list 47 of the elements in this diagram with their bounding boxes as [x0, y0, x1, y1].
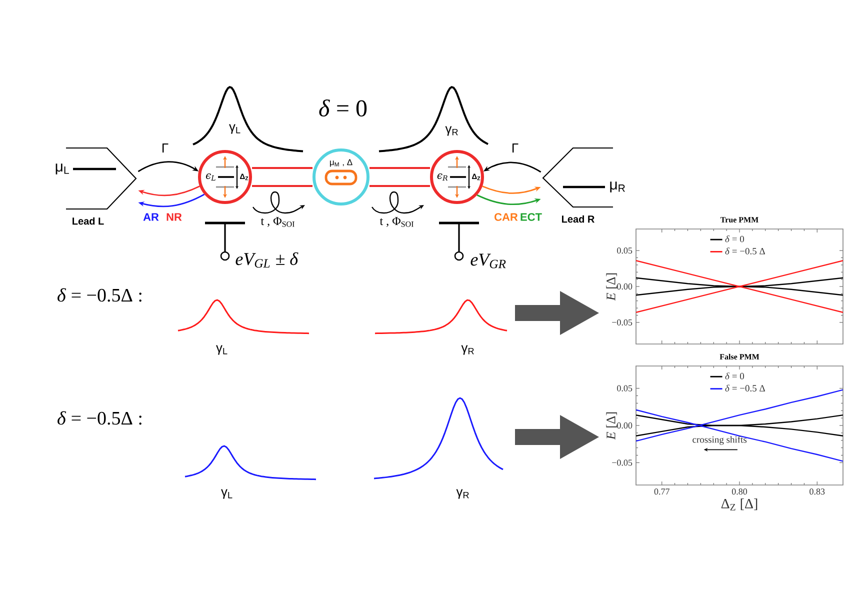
- edge-label: AR: [143, 213, 159, 221]
- y-axis-title: E [Δ]: [606, 412, 617, 440]
- potential-label: μ$_{R}$: [610, 182, 625, 192]
- y-tick-label: −0.05: [612, 319, 632, 326]
- edge-label: Γ: [512, 144, 518, 152]
- level-label: ϵ$_{L}$: [206, 174, 216, 180]
- lead-label: Lead R: [562, 215, 594, 223]
- curve-label: γ$_{R}$: [445, 126, 458, 136]
- y-tick-label: 0.00: [617, 283, 632, 290]
- x-tick-label: 0.83: [810, 488, 825, 495]
- curve-label: γ$_{R}$: [456, 489, 469, 499]
- curve-label: γ$_{L}$: [221, 489, 232, 499]
- level-label: ϵ$_{R}$: [437, 174, 448, 180]
- y-tick-label: −0.05: [612, 460, 632, 466]
- curve-label: γ$_{L}$: [216, 345, 228, 355]
- x-tick-label: 0.77: [654, 488, 670, 495]
- legend-label: δ = 0: [725, 372, 744, 380]
- edge-label: NR: [166, 213, 182, 221]
- hopping-label: t , Φ$_{SOI}$: [260, 217, 294, 227]
- condition-label: δ = −0.5Δ :: [58, 411, 142, 425]
- island-label: μ$_{M}$ , Δ: [330, 159, 352, 167]
- legend-label: δ = −0.5 Δ: [725, 248, 765, 254]
- legend-label: δ = −0.5 Δ: [725, 384, 765, 392]
- x-axis-title: Δ$_{Z}$ [Δ]: [721, 498, 758, 510]
- curve-label: γ$_{R}$: [461, 345, 474, 355]
- chart-title: True PMM: [720, 217, 758, 222]
- annotation: crossing shifts: [692, 436, 747, 445]
- condition-label: δ = 0: [319, 100, 367, 116]
- curve-label: γ$_{L}$: [229, 124, 240, 134]
- tube-line: [370, 167, 430, 187]
- condition-label: δ = −0.5Δ :: [58, 288, 142, 302]
- x-tick-label: 0.80: [732, 488, 748, 495]
- lead-label: Lead L: [72, 217, 104, 225]
- edge-label: CAR: [494, 213, 518, 221]
- edge-label: Γ: [162, 144, 168, 152]
- edge-label: ECT: [520, 213, 542, 221]
- y-tick-label: 0.00: [617, 422, 632, 429]
- y-tick-label: 0.05: [617, 385, 632, 392]
- tube-line: [252, 167, 312, 187]
- y-tick-label: 0.05: [617, 247, 632, 254]
- hopping-label: t , Φ$_{SOI}$: [380, 217, 414, 227]
- chart-title: False PMM: [720, 354, 760, 360]
- gate-label: eV$_{GR}$: [470, 254, 506, 268]
- gate-label: eV$_{GL}$ ± δ: [236, 252, 298, 268]
- legend-label: δ = 0: [725, 236, 744, 242]
- y-axis-title: E [Δ]: [606, 273, 617, 301]
- potential-label: μ$_{L}$: [56, 164, 69, 174]
